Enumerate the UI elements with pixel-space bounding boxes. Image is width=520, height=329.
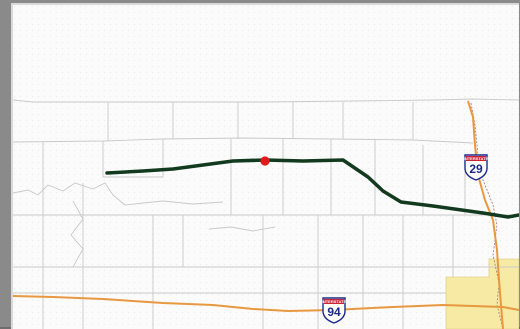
interstate-94-line — [13, 295, 519, 313]
shield-29-icon — [464, 154, 488, 181]
interstate-29-line — [467, 100, 504, 329]
route-line — [105, 158, 519, 219]
location-marker-icon[interactable] — [260, 156, 270, 166]
shield-94-icon — [322, 297, 346, 324]
shield-94-header: INTERSTATE — [322, 299, 347, 304]
shield-29-header: INTERSTATE — [464, 156, 489, 161]
interstate-94-shield: INTERSTATE 94 — [322, 297, 347, 324]
map-texture — [13, 5, 519, 329]
shield-29-number: 29 — [469, 162, 483, 176]
county-boundaries — [13, 98, 519, 329]
shield-94-header-band — [324, 299, 344, 304]
map-svg: INTERSTATE 29 INTERSTATE 94 — [13, 5, 519, 329]
interstate-29-shield: INTERSTATE 29 — [464, 154, 489, 181]
shield-94-number: 94 — [327, 305, 341, 319]
shield-29-header-band — [466, 156, 486, 161]
map-canvas[interactable]: INTERSTATE 29 INTERSTATE 94 — [11, 3, 519, 329]
